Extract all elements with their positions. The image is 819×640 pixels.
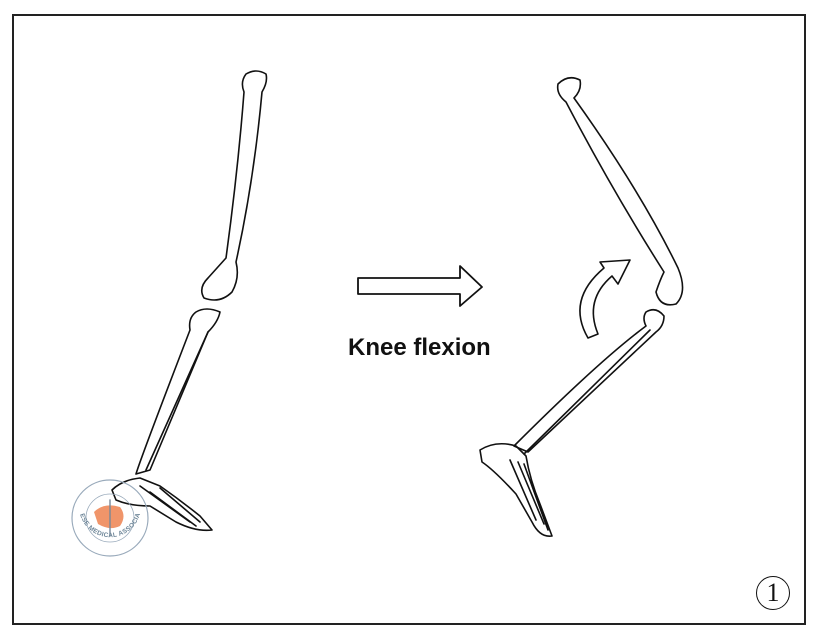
foot-left: [111, 477, 213, 532]
flexed-leg: [479, 76, 684, 538]
caption-knee-flexion: Knee flexion: [348, 334, 491, 361]
rotation-arrow-icon: [579, 259, 631, 339]
femur-left: [200, 70, 268, 301]
panel-number: 1: [756, 576, 790, 610]
figure-frame: [12, 14, 806, 625]
right-arrow-icon: [357, 265, 483, 307]
watermark-seal: CHINESE MEDICAL ASSOCIATION: [0, 0, 149, 557]
tibia-right: [513, 308, 665, 453]
fibula-right: [523, 329, 651, 455]
watermark-text: CHINESE MEDICAL ASSOCIATION: [0, 0, 142, 539]
straight-leg: [111, 70, 268, 532]
tibia-left: [135, 308, 221, 475]
femur-right: [556, 76, 684, 306]
fibula-left: [145, 331, 209, 471]
foot-right: [479, 442, 553, 538]
watermark-text-path: CHINESE MEDICAL ASSOCIATION: [0, 0, 142, 539]
